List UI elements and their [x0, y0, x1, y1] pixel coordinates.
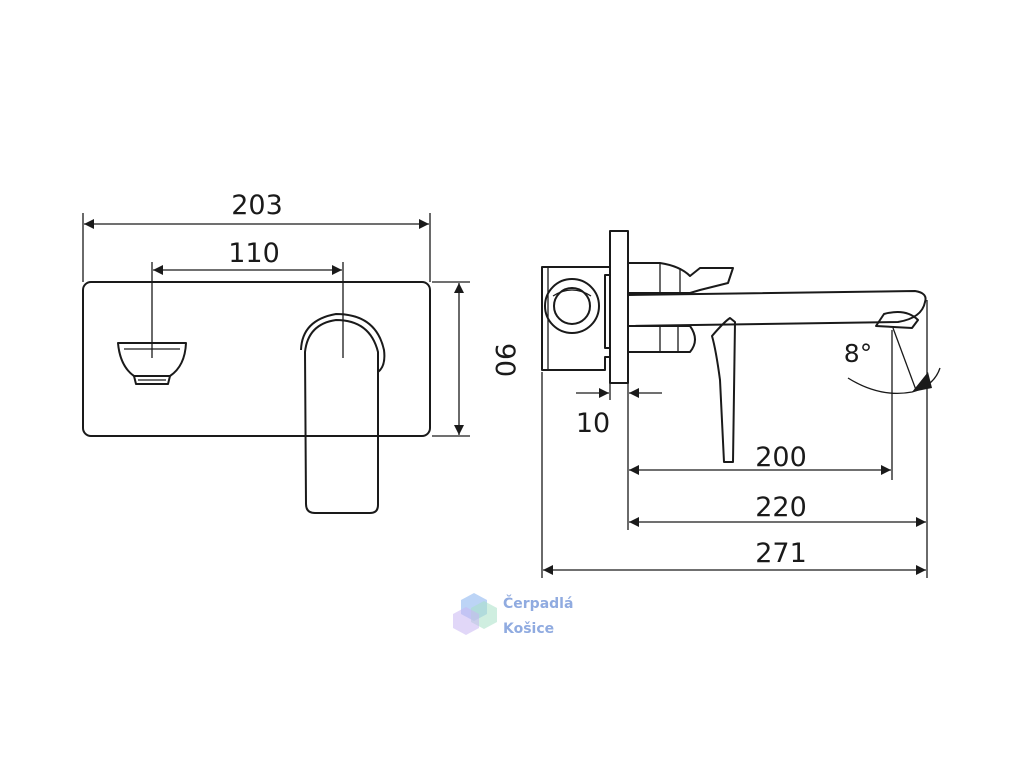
- side-handle-body: [627, 262, 734, 353]
- watermark-line1: Čerpadlá: [503, 594, 573, 612]
- dim-label-200: 200: [755, 442, 807, 473]
- watermark-logo: Čerpadlá Košice: [453, 593, 573, 637]
- dim-label-10: 10: [576, 408, 610, 439]
- front-wall-plate: [82, 281, 431, 437]
- dim-label-110: 110: [228, 238, 280, 269]
- dim-label-220: 220: [755, 492, 807, 523]
- watermark-line2: Košice: [503, 621, 554, 637]
- side-mounting-plate: [609, 230, 629, 384]
- dim-label-angle: 8°: [844, 339, 872, 368]
- side-spout: [627, 290, 927, 329]
- angle-arc: [847, 367, 941, 395]
- side-lever: [711, 317, 736, 463]
- front-handle-lever: [300, 313, 386, 514]
- front-spout-outlet: [117, 342, 187, 385]
- side-concealed-body: [541, 266, 611, 371]
- front-view: 203 110 90: [82, 190, 520, 514]
- dim-label-90: 90: [489, 343, 520, 377]
- dim-label-271: 271: [755, 538, 807, 569]
- side-view: 10 200 220 271 8°: [541, 230, 941, 578]
- dim-label-203: 203: [231, 190, 283, 221]
